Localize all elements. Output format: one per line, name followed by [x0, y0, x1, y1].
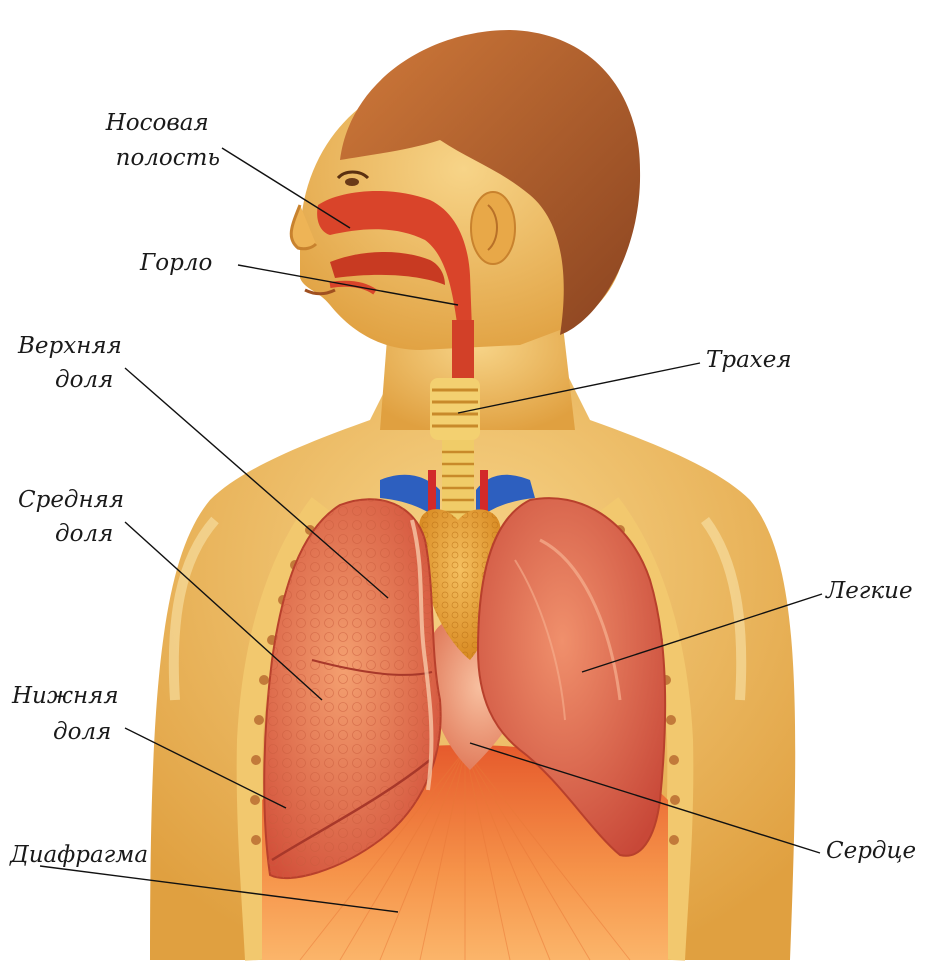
- label-trachea: Трахея: [706, 347, 792, 373]
- label-diaphragm: Диафрагма: [9, 842, 148, 868]
- label-middle-lobe: Средняя доля: [18, 487, 131, 547]
- label-heart: Сердце: [826, 838, 916, 864]
- label-throat: Горло: [139, 250, 212, 276]
- label-upper-lobe: Верхняя доля: [17, 333, 129, 393]
- label-lower-lobe: Нижняя доля: [11, 683, 126, 745]
- label-nasal-cavity: Носовая полость: [105, 110, 220, 171]
- label-lungs: Легкие: [825, 578, 913, 604]
